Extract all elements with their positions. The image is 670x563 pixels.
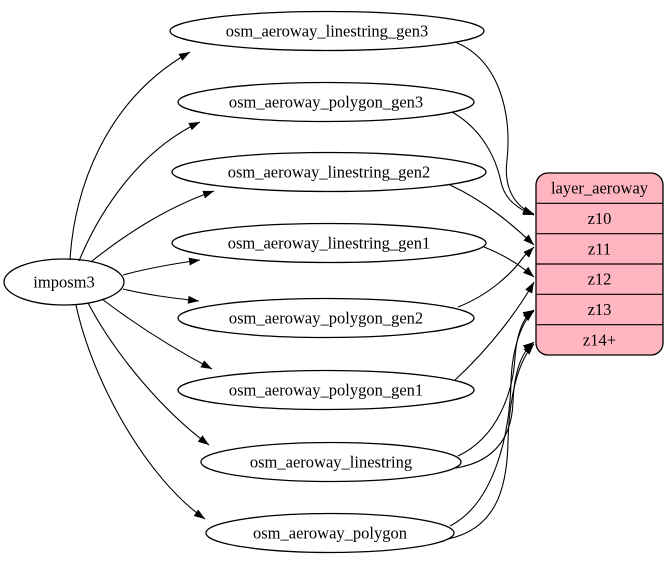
node-osm_aeroway_linestring_gen1: osm_aeroway_linestring_gen1 — [171, 222, 487, 264]
record-row-z10: z10 — [588, 209, 612, 228]
edge-osm_aeroway_linestring_gen1-to-z12 — [483, 246, 535, 278]
node-label: osm_aeroway_linestring_gen3 — [226, 22, 429, 41]
node-ellipse — [177, 297, 475, 339]
node-ellipse — [205, 512, 455, 554]
node-osm_aeroway_polygon_gen1: osm_aeroway_polygon_gen1 — [177, 369, 475, 411]
node-label: osm_aeroway_polygon_gen3 — [229, 93, 423, 112]
table-nodes: imposm3 osm_aeroway_linestring_gen3 osm_ae… — [3, 10, 487, 554]
node-label: osm_aeroway_linestring_gen2 — [228, 163, 431, 182]
edge-imposm3-to-osm_aeroway_linestring — [87, 302, 210, 446]
node-osm_aeroway_polygon_gen3: osm_aeroway_polygon_gen3 — [177, 81, 475, 123]
node-osm_aeroway_polygon_gen2: osm_aeroway_polygon_gen2 — [177, 297, 475, 339]
node-ellipse — [169, 10, 485, 52]
node-label: osm_aeroway_linestring — [250, 453, 412, 472]
edges — [69, 41, 535, 540]
edge-imposm3-to-osm_aeroway_polygon_gen2 — [122, 288, 200, 304]
edge-osm_aeroway_polygon_gen2-to-z11 — [457, 246, 535, 308]
edge-osm_aeroway_linestring_gen3-to-z10 — [454, 41, 535, 215]
record-row-z11: z11 — [588, 239, 611, 258]
edge-osm_aeroway_polygon_gen1-to-z12 — [454, 281, 535, 381]
edge-osm_aeroway_polygon_gen3-to-z10 — [451, 111, 535, 216]
record-row-z13: z13 — [588, 300, 612, 319]
node-ellipse — [177, 369, 475, 411]
edge-osm_aeroway_linestring_gen2-to-z11 — [449, 184, 535, 246]
edge-imposm3-to-osm_aeroway_linestring_gen3 — [69, 51, 191, 261]
node-osm_aeroway_linestring_gen3: osm_aeroway_linestring_gen3 — [169, 10, 485, 52]
node-ellipse — [177, 81, 475, 123]
node-osm_aeroway_linestring_gen2: osm_aeroway_linestring_gen2 — [171, 151, 487, 193]
edge-imposm3-to-osm_aeroway_polygon — [75, 304, 206, 520]
node-ellipse — [200, 441, 462, 483]
node-imposm3: imposm3 — [3, 258, 125, 306]
edge-imposm3-to-osm_aeroway_polygon_gen1 — [101, 298, 213, 370]
edge-osm_aeroway_polygon-to-z13 — [449, 310, 535, 527]
node-label: osm_aeroway_linestring_gen1 — [228, 234, 431, 253]
record-row-z12: z12 — [588, 270, 612, 289]
node-ellipse — [171, 151, 487, 193]
edge-imposm3-to-osm_aeroway_linestring_gen1 — [122, 257, 201, 276]
node-ellipse — [3, 258, 125, 306]
edge-imposm3-to-osm_aeroway_linestring_gen2 — [91, 190, 215, 262]
node-ellipse — [171, 222, 487, 264]
node-osm_aeroway_polygon: osm_aeroway_polygon — [205, 512, 455, 554]
edge-osm_aeroway_linestring-to-z14plus — [455, 341, 535, 469]
node-label: osm_aeroway_polygon — [253, 524, 407, 543]
record-layer_aeroway: layer_aeroway z10 z11 z12 z13 z14+ — [535, 172, 664, 356]
record-title: layer_aeroway — [551, 179, 649, 198]
edge-imposm3-to-osm_aeroway_polygon_gen3 — [78, 121, 201, 262]
record-row-z14plus: z14+ — [583, 330, 616, 349]
node-label: osm_aeroway_polygon_gen1 — [229, 381, 423, 400]
node-label: osm_aeroway_polygon_gen2 — [229, 309, 423, 328]
node-osm_aeroway_linestring: osm_aeroway_linestring — [200, 441, 462, 483]
edge-osm_aeroway_linestring-to-z13 — [457, 309, 535, 457]
edge-osm_aeroway_polygon-to-z14plus — [447, 343, 535, 540]
node-label: imposm3 — [33, 273, 94, 292]
